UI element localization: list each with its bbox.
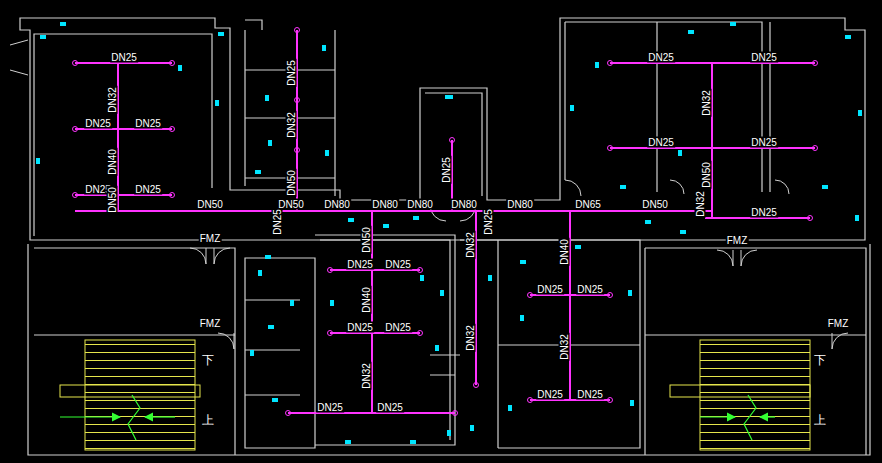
pipe-size: DN25 — [346, 322, 374, 333]
pipe-size: DN25 — [134, 184, 162, 195]
pipe-size: DN25 — [384, 259, 412, 270]
pipe-size: DN32 — [701, 89, 712, 117]
pipe-size: DN25 — [483, 208, 494, 236]
pipe-size: DN25 — [272, 208, 283, 236]
pipe-size: DN65 — [574, 199, 602, 210]
pipe-size: DN80 — [371, 199, 399, 210]
pipe-size: DN25 — [536, 389, 564, 400]
pipe-size: DN32 — [465, 231, 476, 259]
pipe-size: DN80 — [506, 199, 534, 210]
pipe-size: DN25 — [286, 59, 297, 87]
pipe-size: DN25 — [441, 156, 452, 184]
pipe-size: DN25 — [647, 52, 675, 63]
pipe-size: DN32 — [107, 86, 118, 114]
walls — [20, 18, 870, 455]
pipe-size: DN25 — [316, 402, 344, 413]
pipe-size: DN32 — [286, 111, 297, 139]
pipe-size: DN50 — [196, 199, 224, 210]
stair-arrows — [60, 395, 775, 440]
stairs — [85, 340, 810, 450]
pipe-size: DN25 — [84, 118, 112, 129]
pipe-size: DN50 — [277, 199, 305, 210]
sprinkler-pipes — [75, 30, 815, 413]
pipe-size: DN50 — [361, 226, 372, 254]
pipe-size: DN50 — [286, 169, 297, 197]
pipe-size: DN25 — [536, 284, 564, 295]
pipe-size: DN40 — [361, 286, 372, 314]
pipe-size: DN25 — [750, 137, 778, 148]
pipe-size: DN50 — [701, 161, 712, 189]
pipe-size: DN25 — [750, 52, 778, 63]
pipe-size: DN25 — [384, 322, 412, 333]
pipe-size: DN25 — [576, 389, 604, 400]
pipe-size: DN40 — [559, 238, 570, 266]
pipe-size: DN40 — [107, 148, 118, 176]
pipe-size: DN80 — [406, 199, 434, 210]
pipe-size: DN32 — [695, 190, 706, 218]
pipe-size: DN32 — [559, 333, 570, 361]
door-code: FMZ — [199, 318, 222, 329]
stair-direction: 上 — [201, 414, 215, 427]
sprinkler-heads — [73, 28, 818, 416]
stair-direction: 上 — [813, 414, 827, 427]
pipe-size: DN25 — [750, 207, 778, 218]
pipe-size: DN25 — [110, 52, 138, 63]
pipe-size: DN25 — [346, 259, 374, 270]
pipe-size: DN25 — [576, 284, 604, 295]
pipe-size: DN25 — [134, 118, 162, 129]
stair-handrail — [60, 385, 810, 397]
door-code: FMZ — [199, 233, 222, 244]
door-code: FMZ — [827, 318, 850, 329]
pipe-size: DN80 — [450, 199, 478, 210]
door-code: FMZ — [726, 235, 749, 246]
stair-direction: 下 — [201, 354, 215, 367]
stair-direction: 下 — [813, 354, 827, 367]
pipe-size: DN50 — [641, 199, 669, 210]
pipe-size: DN80 — [323, 199, 351, 210]
door-swings — [10, 40, 848, 349]
pipe-size: DN50 — [107, 186, 118, 214]
pipe-size: DN25 — [376, 402, 404, 413]
fixtures — [36, 22, 862, 444]
pipe-size: DN32 — [465, 324, 476, 352]
pipe-size: DN25 — [647, 137, 675, 148]
pipe-size: DN32 — [361, 362, 372, 390]
